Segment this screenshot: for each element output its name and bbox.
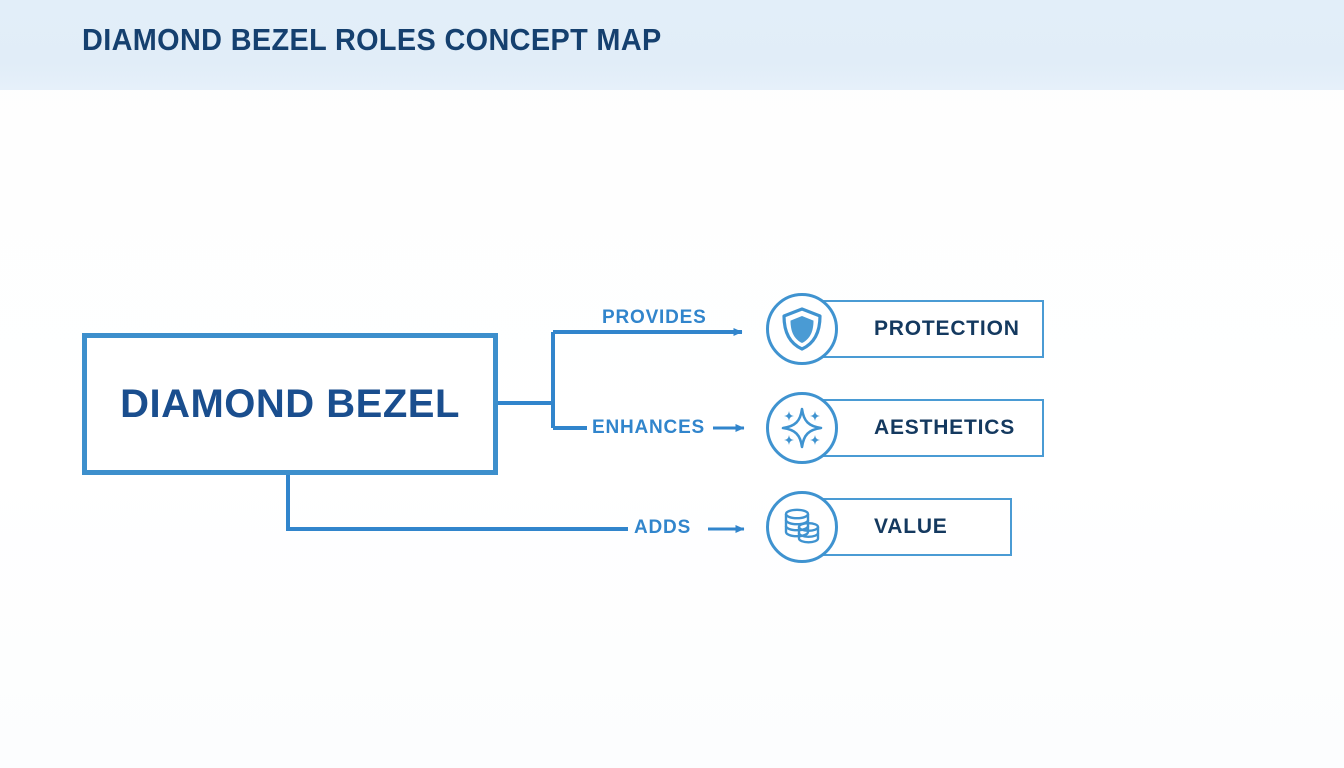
sparkle-icon: [766, 392, 838, 464]
edge-label-adds: ADDS: [634, 517, 692, 538]
shield-icon: [766, 293, 838, 365]
leaf-label-value: VALUE: [874, 515, 948, 538]
page-title: DIAMOND BEZEL ROLES CONCEPT MAP: [82, 22, 662, 57]
central-node-label: DIAMOND BEZEL: [120, 381, 460, 426]
edge-label-enhances: ENHANCES: [592, 417, 706, 438]
concept-map-canvas: DIAMOND BEZEL PROVIDES ENHANCES ADDS PRO…: [0, 90, 1344, 768]
coins-icon: [766, 491, 838, 563]
leaf-node-aesthetics[interactable]: AESTHETICS: [766, 392, 1044, 464]
central-node[interactable]: DIAMOND BEZEL: [82, 333, 498, 475]
leaf-label-aesthetics: AESTHETICS: [874, 416, 1016, 439]
wire-adds: [286, 475, 628, 531]
connector-wires: [286, 328, 745, 533]
leaf-label-protection: PROTECTION: [874, 317, 1020, 340]
edge-label-provides: PROVIDES: [602, 307, 707, 328]
leaf-box: AESTHETICS: [800, 399, 1044, 457]
header-band: DIAMOND BEZEL ROLES CONCEPT MAP: [0, 0, 1344, 90]
leaf-node-value[interactable]: VALUE: [766, 491, 1012, 563]
leaf-node-protection[interactable]: PROTECTION: [766, 293, 1044, 365]
